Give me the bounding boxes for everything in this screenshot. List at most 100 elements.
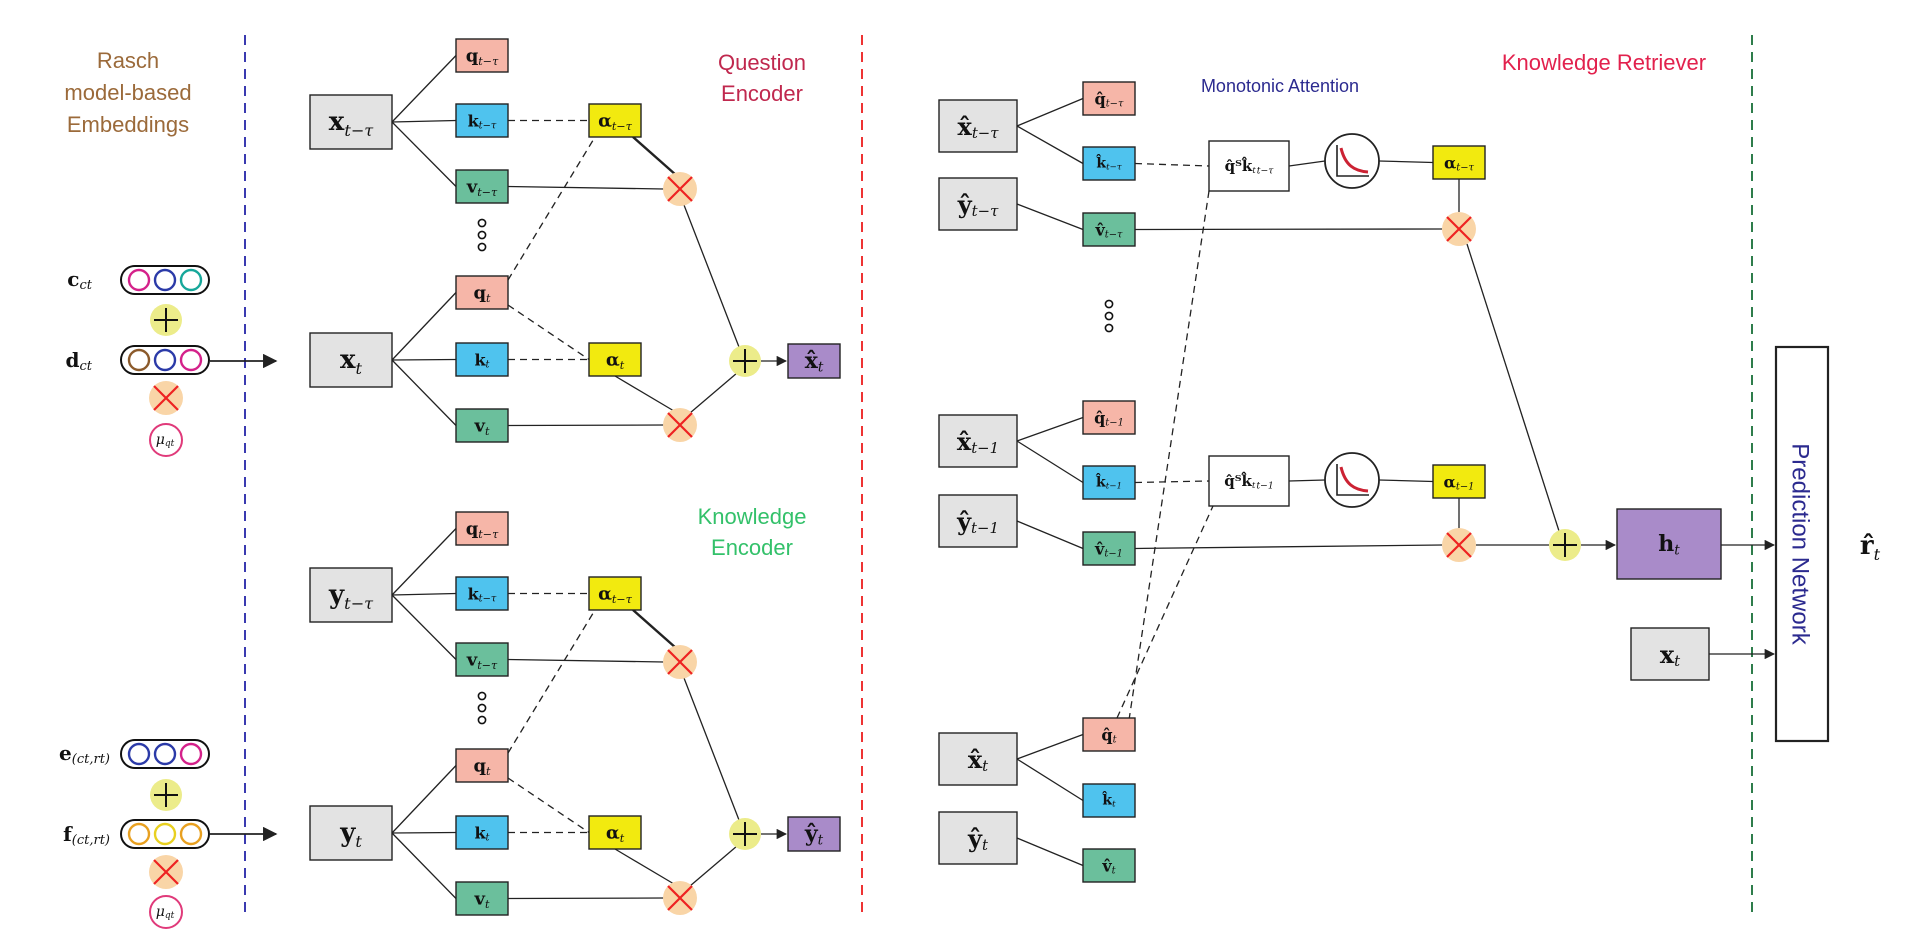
retriever-x-tau: x̂t−τ bbox=[938, 99, 1018, 153]
symbol: q bbox=[473, 755, 486, 776]
retriever-k-t: k̂t bbox=[1082, 783, 1136, 818]
connector-line bbox=[1134, 544, 1443, 550]
knowledge-encoder-input-t: yt bbox=[309, 805, 393, 861]
retriever-q-1-label: q̂t−1 bbox=[1094, 408, 1124, 428]
retriever-dot-1-rect bbox=[1208, 455, 1290, 507]
knowledge-encoder-q-tau: qt−τ bbox=[455, 511, 509, 546]
embedding-dot bbox=[153, 348, 177, 372]
question-encoder-output: x̂t bbox=[787, 343, 841, 379]
knowledge-encoder-v-tau-label: vt−τ bbox=[466, 649, 498, 671]
subscript: t−τ bbox=[1456, 162, 1474, 173]
question-encoder-k-tau-label: kt−τ bbox=[468, 111, 497, 131]
symbol: ŷ bbox=[804, 821, 819, 847]
question-encoder-output-rect bbox=[787, 343, 841, 379]
subscript: t−1 bbox=[1106, 482, 1122, 492]
retriever-y-t-rect bbox=[938, 811, 1018, 865]
retriever-q-t: q̂t bbox=[1082, 717, 1136, 752]
connector-line bbox=[391, 292, 457, 361]
question-encoder-k-tau-rect bbox=[455, 103, 509, 138]
monotonic-decay-icon-1 bbox=[1324, 452, 1380, 508]
knowledge-encoder-v-t-rect bbox=[455, 881, 509, 916]
question-encoder-input-tau-rect bbox=[309, 94, 393, 150]
symbol: q bbox=[466, 45, 479, 66]
symbol: h bbox=[1658, 531, 1674, 557]
subscript: t−τ bbox=[477, 658, 498, 671]
symbol: α bbox=[598, 110, 612, 131]
knowledge-encoder-output: ŷt bbox=[787, 816, 841, 852]
connector-line bbox=[1466, 243, 1560, 532]
retriever-y-t-label: ŷt bbox=[967, 824, 988, 855]
connector-line bbox=[391, 358, 457, 361]
retriever-v-tau-rect bbox=[1082, 212, 1136, 247]
embedding-dot bbox=[153, 268, 177, 292]
retriever-k-tau-rect bbox=[1082, 146, 1136, 181]
question-encoder-v-t-label: vt bbox=[474, 415, 490, 437]
retriever-h-t-label: ht bbox=[1658, 531, 1680, 559]
question-encoder-alpha-tau-rect bbox=[588, 103, 642, 138]
knowledge-encoder-sum bbox=[729, 818, 761, 850]
question-encoder-alpha-t: αt bbox=[588, 342, 642, 377]
symbol: k̂ bbox=[1095, 472, 1106, 491]
connector-line bbox=[507, 424, 665, 427]
connector-line bbox=[391, 832, 457, 899]
symbol: k bbox=[468, 111, 480, 130]
retriever-v-t-label: v̂t bbox=[1101, 856, 1115, 876]
question-encoder-v-t-rect bbox=[455, 408, 509, 443]
knowledge-encoder-alpha-tau: αt−τ bbox=[588, 576, 642, 611]
connector-line bbox=[632, 136, 677, 176]
connector-line bbox=[391, 121, 457, 187]
embedding-plus bbox=[150, 304, 182, 336]
question-encoder-q-t-label: qt bbox=[473, 282, 491, 304]
subscript: t−τ bbox=[478, 54, 499, 67]
subscript: t−1 bbox=[1104, 548, 1123, 559]
knowledge-encoder-k-t-rect bbox=[455, 815, 509, 850]
retriever-k-t-label: k̂t bbox=[1101, 790, 1116, 810]
retriever-dot-tau-rect bbox=[1208, 140, 1290, 192]
embedding-dot bbox=[127, 268, 151, 292]
symbol: k̂ bbox=[1095, 153, 1106, 172]
question-encoder-input-t-rect bbox=[309, 332, 393, 388]
question-encoder-alpha-tau-label: αt−τ bbox=[598, 110, 633, 132]
connector-line bbox=[1016, 758, 1084, 802]
monotonic-decay-icon-tau bbox=[1324, 133, 1380, 189]
retriever-sum bbox=[1549, 529, 1581, 561]
retriever-v-1-rect bbox=[1082, 531, 1136, 566]
connector-line bbox=[507, 658, 665, 663]
retriever-x-t-input: xt bbox=[1630, 627, 1710, 681]
knowledge-retriever-title: Knowledge Retriever bbox=[1502, 50, 1706, 75]
question-encoder-q-t-rect bbox=[455, 275, 509, 310]
subscript: t−τ bbox=[477, 185, 498, 198]
subscript: t bbox=[620, 831, 625, 844]
retriever-x-t-input-rect bbox=[1630, 627, 1710, 681]
question-encoder-ellipsis bbox=[477, 218, 487, 252]
embedding-multiply bbox=[149, 855, 183, 889]
subscript: t bbox=[486, 764, 491, 777]
subscript: t−τ bbox=[1106, 98, 1124, 109]
subscript: t−1 bbox=[971, 519, 999, 537]
subscript: t−1 bbox=[971, 439, 999, 457]
monotonic-attention-title: Monotonic Attention bbox=[1201, 76, 1359, 96]
knowledge-encoder-alpha-tau-label: αt−τ bbox=[598, 583, 633, 605]
retriever-dot-1: q̂ᵀk̂t t−1 bbox=[1208, 455, 1290, 507]
retriever-y-tau-label: ŷt−τ bbox=[957, 190, 999, 221]
knowledge-encoder-q-tau-rect bbox=[455, 511, 509, 546]
subscript: t−τ bbox=[972, 202, 999, 220]
knowledge-encoder-k-t: kt bbox=[455, 815, 509, 850]
knowledge-encoder-alpha-tau-rect bbox=[588, 576, 642, 611]
subscript: t bbox=[1113, 734, 1117, 745]
connector-line bbox=[391, 528, 457, 596]
connector-line bbox=[683, 204, 740, 348]
retriever-v-t: v̂t bbox=[1082, 848, 1136, 883]
embedding-dot bbox=[127, 348, 151, 372]
embedding-e-label: e(ct,rt) bbox=[59, 741, 110, 767]
question-encoder-q-tau: qt−τ bbox=[455, 38, 509, 73]
symbol: q̂ bbox=[1095, 89, 1106, 108]
retriever-k-1-label: k̂t−1 bbox=[1095, 472, 1122, 492]
embedding-e-pill bbox=[120, 739, 210, 769]
subscript: t−1 bbox=[1456, 481, 1475, 492]
connector-line bbox=[1016, 520, 1084, 550]
symbol: ŷ bbox=[956, 507, 972, 536]
knowledge-encoder-k-tau-rect bbox=[455, 576, 509, 611]
question-encoder-alpha-t-label: αt bbox=[606, 349, 625, 371]
connector-line bbox=[507, 609, 596, 754]
